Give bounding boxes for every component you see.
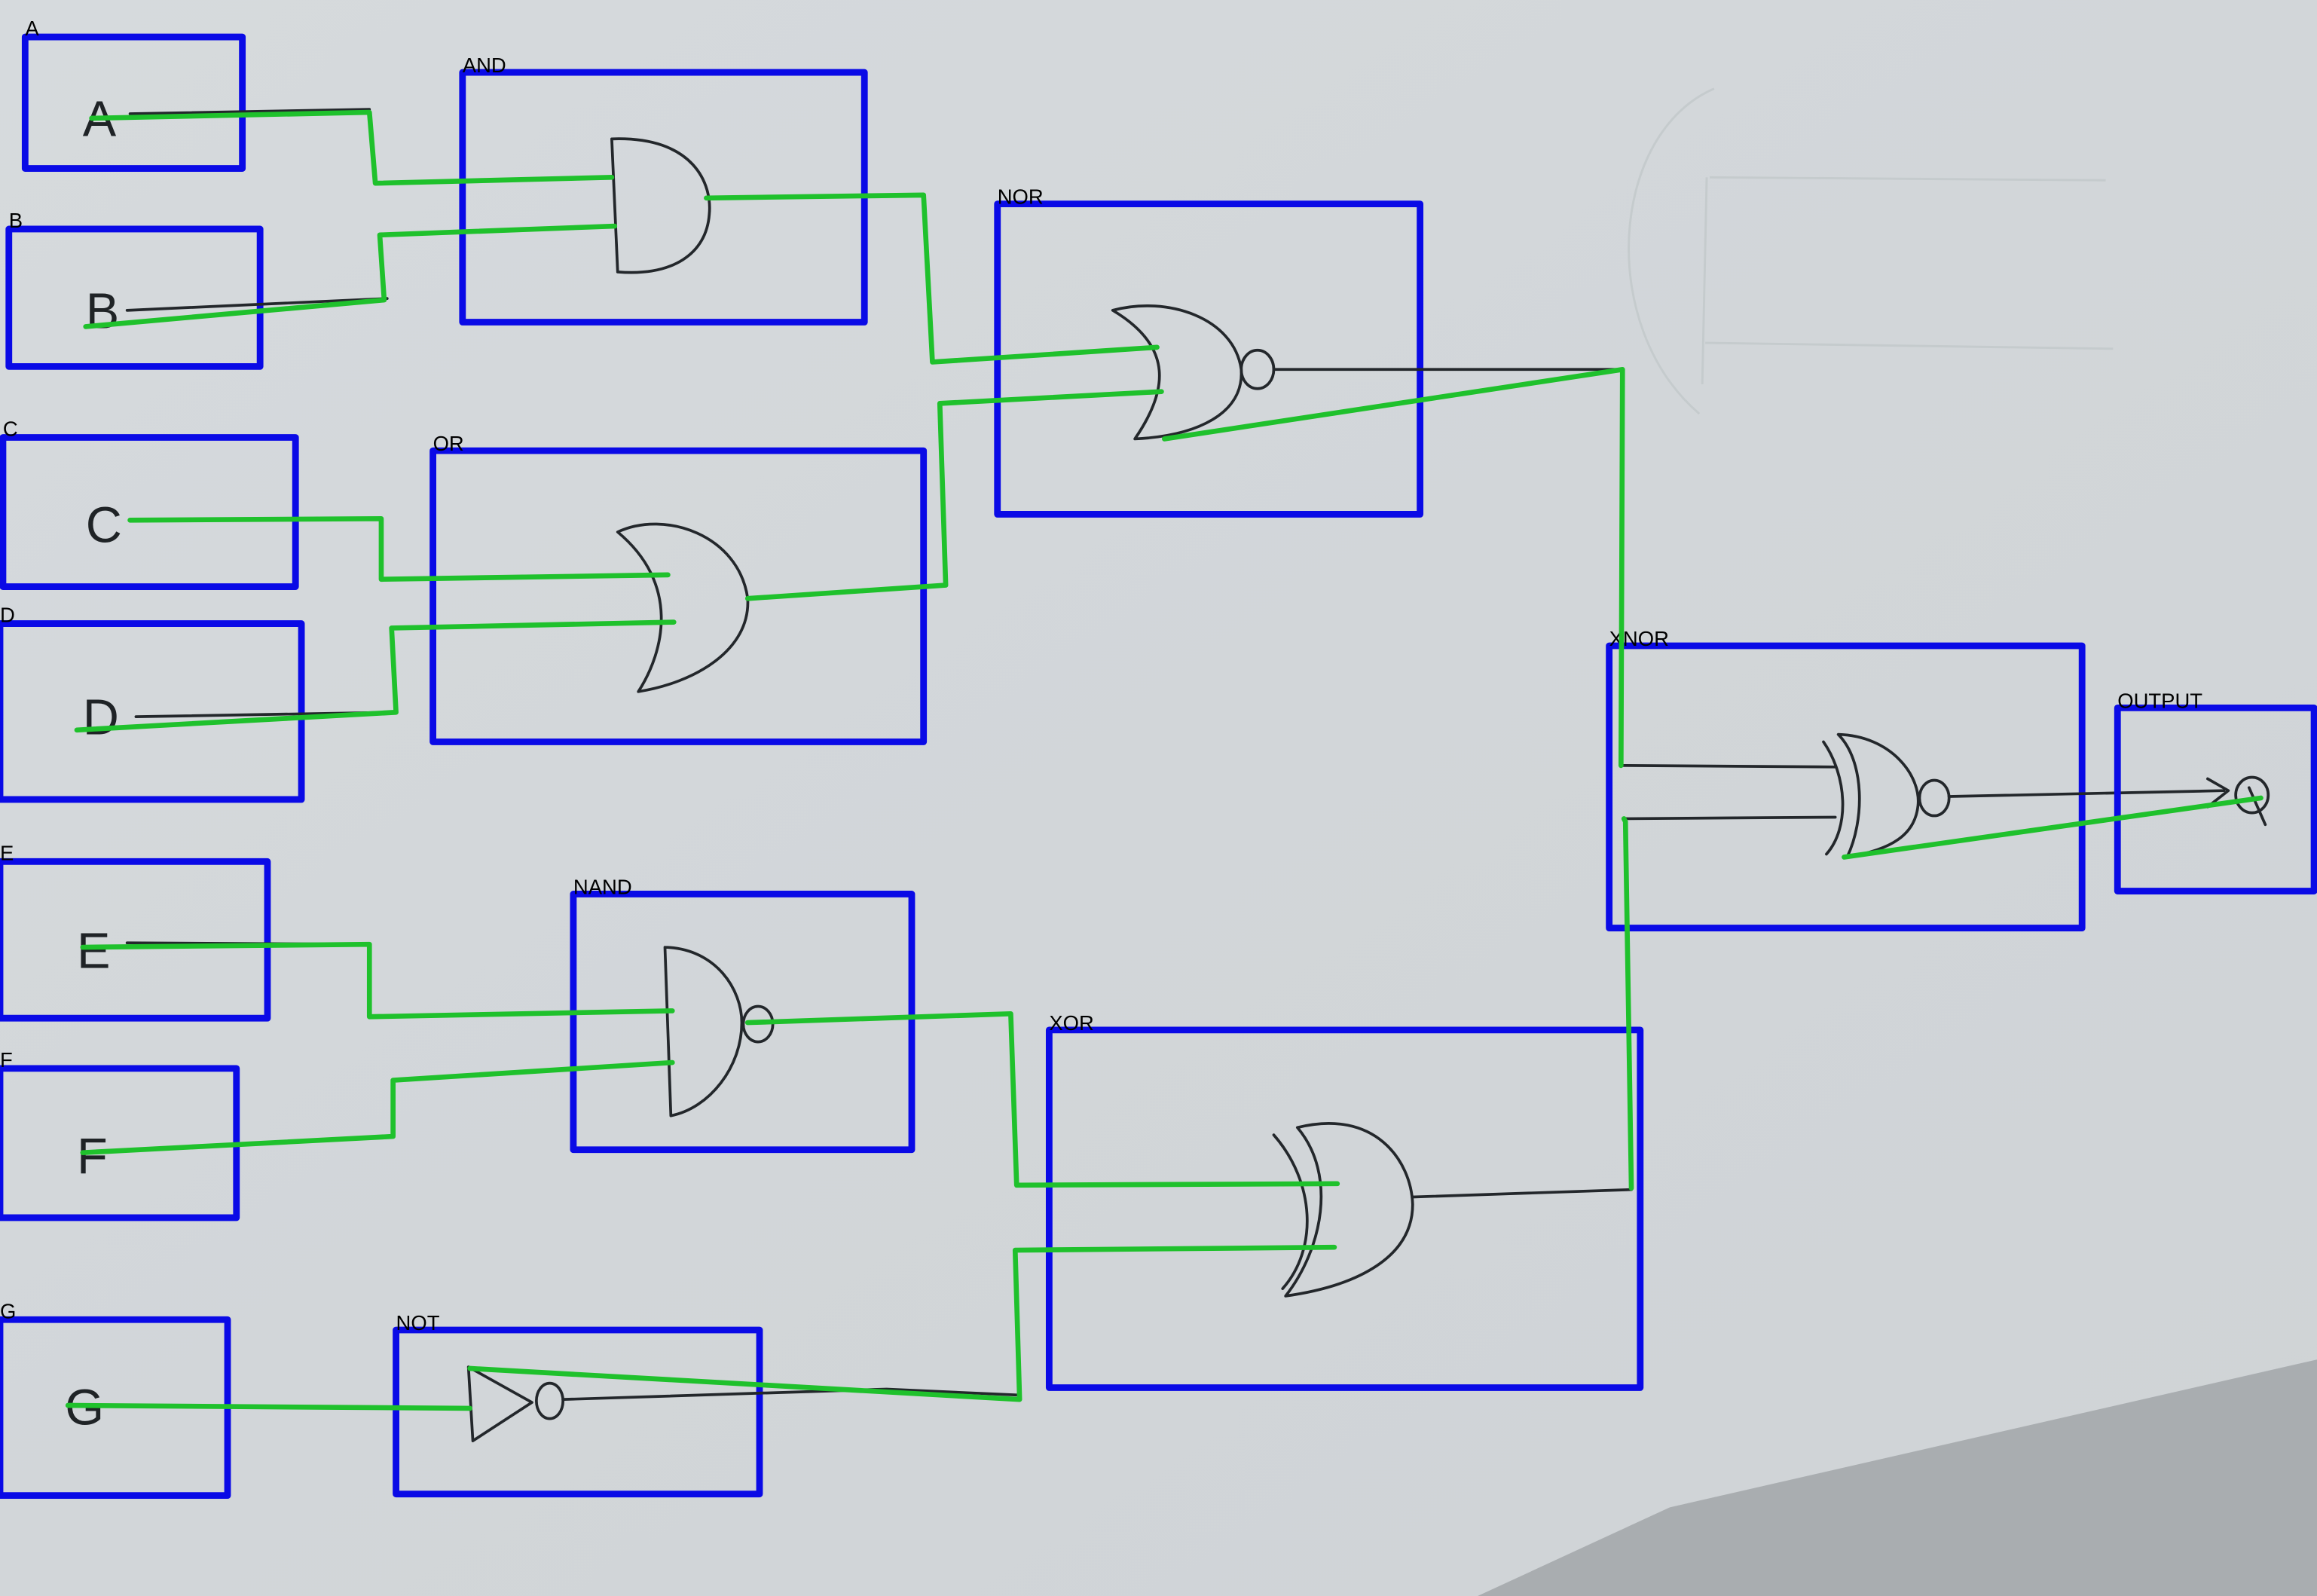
gate-label: NOR: [998, 185, 1044, 209]
wire-overlay: [65, 109, 2264, 1411]
handwritten-letter: C: [86, 498, 122, 554]
inversion-bubble-icon: [535, 1381, 565, 1420]
gate-label: NAND: [573, 875, 632, 898]
wire-a-to-and: [89, 109, 615, 186]
table-shadow: [1478, 1359, 2317, 1596]
input-label: C: [3, 417, 18, 441]
input-label: B: [9, 209, 23, 232]
wire-nand-to-xor: [744, 1010, 1340, 1188]
nand-gate-symbol: [663, 946, 744, 1118]
input-C[interactable]: C C: [0, 417, 299, 590]
wire-f-to-nand: [80, 1059, 675, 1156]
inversion-bubble-icon: [1918, 778, 1951, 818]
input-B[interactable]: B B: [5, 209, 389, 370]
wire-nor-to-xnor: [1162, 366, 1625, 769]
gate-nand[interactable]: NAND: [570, 875, 915, 1154]
handwritten-letter: B: [86, 283, 119, 339]
output-q-symbol: [2234, 775, 2270, 815]
gate-label: NOT: [396, 1311, 440, 1335]
input-label: F: [0, 1048, 13, 1072]
gate-label: XNOR: [1609, 627, 1669, 650]
wire-g-to-not: [65, 1402, 472, 1411]
wire-d-to-or: [74, 619, 677, 733]
arrow-head-icon: [2206, 777, 2230, 809]
wire-c-to-or: [127, 516, 671, 582]
handwritten-letter: F: [77, 1129, 108, 1185]
input-E[interactable]: E E: [0, 841, 371, 1022]
gate-label: XOR: [1049, 1011, 1093, 1035]
input-label: E: [0, 841, 14, 864]
output-node[interactable]: OUTPUT: [2114, 689, 2317, 894]
gate-label: OR: [433, 432, 464, 455]
gate-or[interactable]: OR: [429, 432, 928, 745]
nor-gate-symbol: [1111, 304, 1243, 441]
gate-xor[interactable]: XOR: [1045, 1011, 1644, 1391]
input-label: G: [0, 1299, 16, 1322]
gate-not[interactable]: NOT: [393, 1311, 1019, 1498]
wire-or-to-nor: [744, 389, 1164, 601]
handwritten-letter: E: [77, 924, 110, 980]
gate-label: AND: [463, 54, 506, 77]
wire-e-to-nand: [80, 941, 675, 1020]
wire-not-to-xor: [467, 1244, 1337, 1402]
wire-xor-to-xnor: [1621, 816, 1634, 1191]
wire-b-to-and: [83, 223, 618, 329]
or-gate-symbol: [616, 522, 750, 693]
wire-xnor-to-output: [1842, 795, 2264, 860]
xnor-gate-symbol: [1822, 732, 1920, 859]
input-D[interactable]: D D: [0, 604, 395, 803]
wire-and-to-nor: [704, 192, 1160, 365]
input-label: D: [0, 604, 15, 627]
output-label: OUTPUT: [2117, 689, 2202, 712]
xor-gate-symbol: [1272, 1122, 1414, 1298]
handwritten-letter: D: [83, 690, 119, 746]
and-gate-symbol: [610, 137, 711, 274]
input-label: A: [25, 17, 39, 40]
faint-impression: [1628, 87, 2114, 415]
not-gate-symbol: [466, 1365, 533, 1442]
